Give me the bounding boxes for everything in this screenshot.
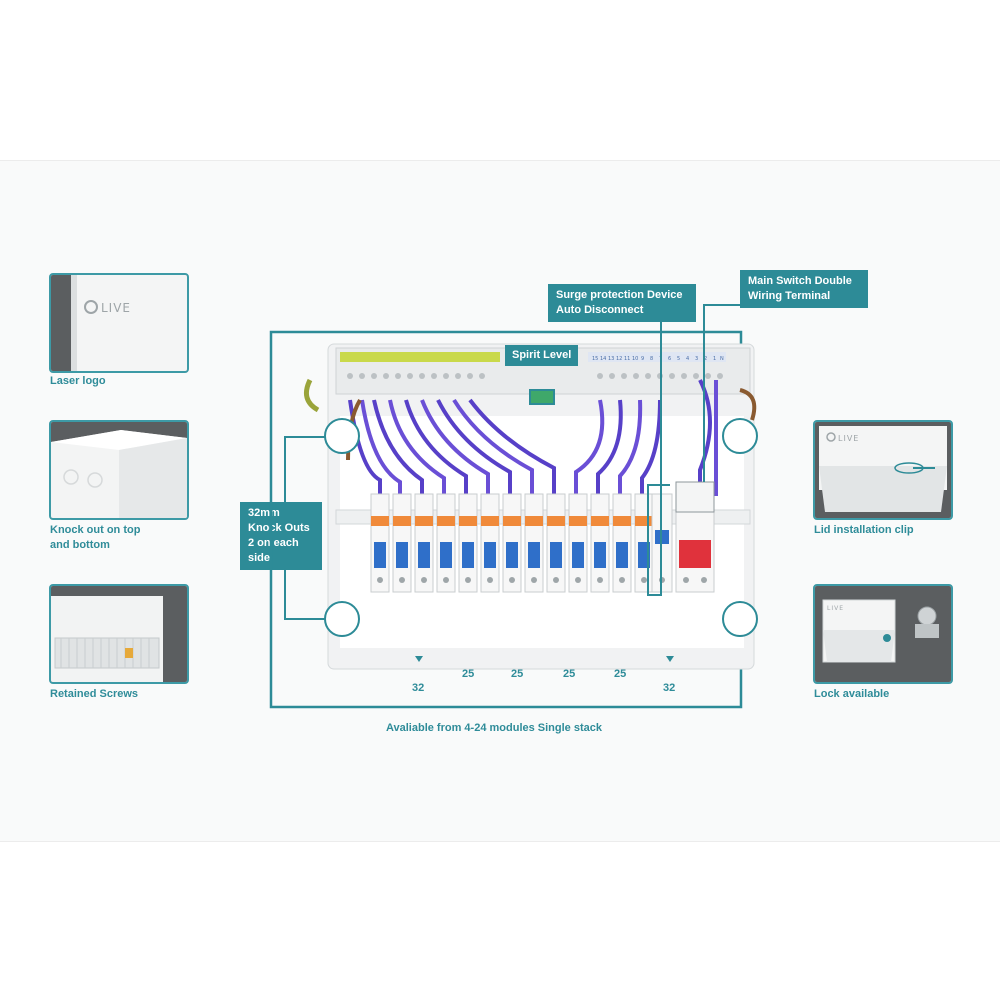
svg-text:6: 6	[668, 356, 671, 362]
mcb-group	[370, 493, 654, 593]
svg-text:15: 15	[592, 356, 598, 362]
caption-lid-clip: Lid installation clip	[814, 524, 914, 536]
spirit-level-callout: Spirit Level	[505, 345, 579, 366]
svg-text:12: 12	[616, 356, 622, 362]
svg-text:11: 11	[624, 356, 630, 362]
laser-logo-thumbnail: LIVE	[49, 273, 189, 373]
dimension-label: 25	[614, 668, 627, 680]
caption-knock-out: Knock out on top and bottom	[50, 524, 141, 551]
knock-out-thumbnail	[49, 420, 189, 520]
svg-text:2: 2	[704, 356, 707, 362]
svg-text:8: 8	[650, 356, 653, 362]
knock-outs-callout: 32mm Knock Outs 2 on each side	[240, 502, 322, 570]
lid-clip-thumbnail: LIVE	[813, 420, 953, 520]
svg-text:10: 10	[632, 356, 638, 362]
svg-text:LIVE: LIVE	[827, 605, 844, 612]
svg-text:LIVE: LIVE	[838, 434, 859, 443]
caption-laser-logo: Laser logo	[50, 375, 106, 387]
svg-text:N: N	[720, 356, 724, 362]
lock-thumbnail: LIVE	[813, 584, 953, 684]
svg-text:1: 1	[713, 356, 716, 362]
dimension-label: 25	[511, 668, 524, 680]
retained-screws-thumbnail	[49, 584, 189, 684]
svg-text:13: 13	[608, 356, 614, 362]
caption-lock: Lock available	[814, 688, 890, 700]
svg-text:9: 9	[641, 356, 644, 362]
dimension-label: 25	[563, 668, 576, 680]
svg-text:5: 5	[677, 356, 680, 362]
dimension-label: 25	[462, 668, 475, 680]
svg-text:3: 3	[695, 356, 698, 362]
dimension-label: 32	[663, 682, 676, 694]
svg-text:4: 4	[686, 356, 689, 362]
knock-out-markers	[324, 418, 758, 637]
availability-footer: Avaliable from 4-24 modules Single stack	[385, 722, 602, 734]
main-switch-callout: Main Switch Double Wiring Terminal	[740, 270, 868, 308]
dimension-label: 32	[412, 682, 425, 694]
brand-logo-text: LIVE	[101, 301, 131, 315]
caption-retained-screws: Retained Screws	[50, 688, 139, 700]
svg-text:14: 14	[600, 356, 606, 362]
surge-protection-callout: Surge protection Device Auto Disconnect	[548, 284, 696, 322]
